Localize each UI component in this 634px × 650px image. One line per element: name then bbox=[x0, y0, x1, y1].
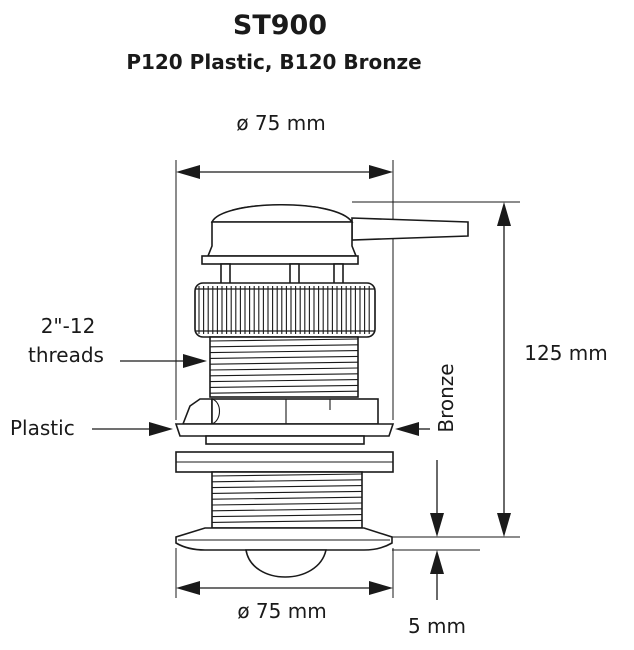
flange-thickness-label: 5 mm bbox=[408, 614, 466, 638]
bottom-dim-arrow-right bbox=[369, 581, 393, 595]
plastic-label: Plastic bbox=[10, 416, 75, 440]
post-mid bbox=[289, 263, 300, 285]
plastic-washer bbox=[174, 423, 395, 437]
pattern-line bbox=[212, 519, 362, 523]
flange-arrow-down bbox=[430, 513, 444, 537]
pattern-line bbox=[210, 384, 358, 388]
pattern-line bbox=[210, 338, 358, 342]
cap-body bbox=[206, 221, 358, 257]
washer-lower bbox=[205, 435, 365, 445]
upper-threads bbox=[210, 338, 358, 394]
flange-arrow-up bbox=[430, 550, 444, 574]
knurl-lines bbox=[195, 286, 375, 334]
housing-block bbox=[211, 398, 379, 425]
bronze-label: Bronze bbox=[434, 363, 458, 432]
pattern-line bbox=[212, 479, 362, 483]
lower-threads bbox=[212, 473, 362, 523]
diagram-title: ST900 bbox=[233, 10, 327, 41]
plastic-arrow bbox=[149, 422, 173, 436]
pattern-line bbox=[210, 390, 358, 394]
pattern-line bbox=[210, 355, 358, 359]
housing-wing-left bbox=[181, 398, 213, 425]
top-diameter-label: ø 75 mm bbox=[236, 111, 325, 135]
cap-rim bbox=[201, 255, 359, 265]
pattern-line bbox=[212, 496, 362, 500]
pattern-line bbox=[210, 350, 358, 354]
threads-label-line1: 2"-12 bbox=[41, 314, 96, 338]
bronze-arrow bbox=[395, 422, 419, 436]
top-dim-arrow-right bbox=[369, 165, 393, 179]
pattern-line bbox=[212, 508, 362, 512]
pattern-line bbox=[212, 490, 362, 494]
post-left bbox=[220, 263, 231, 285]
housing-curve bbox=[211, 398, 221, 425]
pattern-line bbox=[210, 344, 358, 348]
sensor-dome bbox=[245, 549, 327, 578]
threads-label-line2: threads bbox=[28, 343, 104, 367]
pattern-line bbox=[212, 502, 362, 506]
cap-dome-highlight bbox=[231, 204, 331, 211]
pattern-line bbox=[212, 473, 362, 477]
flange bbox=[175, 527, 393, 551]
pattern-line bbox=[210, 379, 358, 383]
diagram-subtitle: P120 Plastic, B120 Bronze bbox=[126, 50, 421, 74]
pattern-line bbox=[212, 514, 362, 518]
top-dim-arrow-left bbox=[176, 165, 200, 179]
pattern-line bbox=[210, 361, 358, 365]
height-arrow-top bbox=[497, 202, 511, 226]
height-label: 125 mm bbox=[524, 341, 608, 365]
cable bbox=[351, 217, 469, 241]
bottom-diameter-label: ø 75 mm bbox=[237, 599, 326, 623]
pattern-line bbox=[210, 373, 358, 377]
threads-arrow bbox=[183, 354, 207, 368]
pattern-line bbox=[212, 485, 362, 489]
bottom-dim-arrow-left bbox=[176, 581, 200, 595]
post-right bbox=[333, 263, 344, 285]
height-arrow-bottom bbox=[497, 513, 511, 537]
cap-dome bbox=[210, 203, 354, 223]
pattern-line bbox=[210, 367, 358, 371]
